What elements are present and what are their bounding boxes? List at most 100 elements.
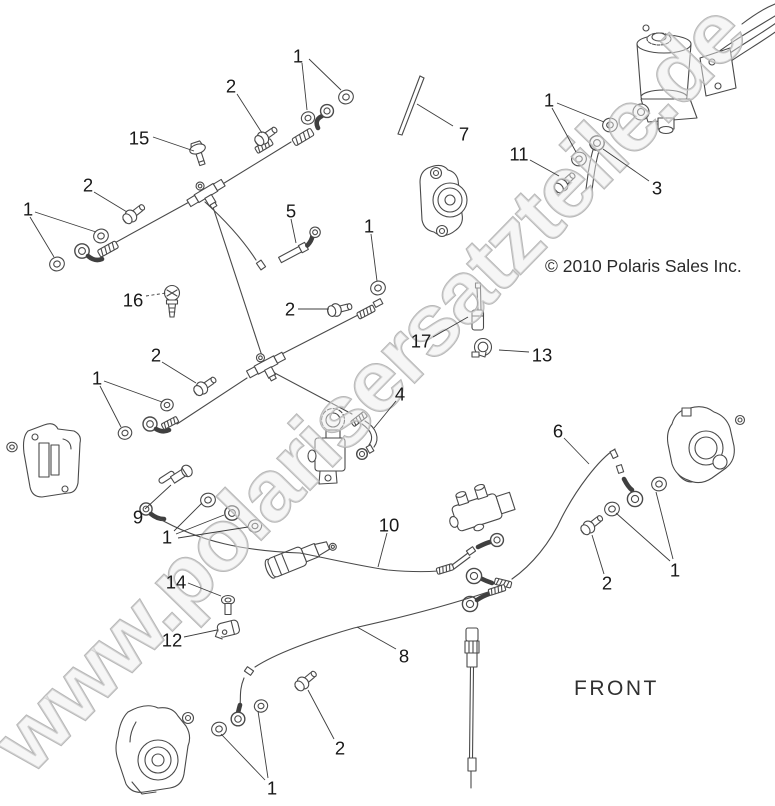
callout-label-1: 1 [670,560,680,581]
clip-part-12 [213,619,241,640]
callout-label-4: 4 [395,384,405,405]
callout-label-7: 7 [459,124,469,145]
leader-line [184,630,217,637]
upper-brake-line-assembly [47,87,356,356]
caliper-right-center [420,165,467,236]
callout-label-1: 1 [544,90,554,111]
leader-line [188,583,221,596]
pipe-part-5 [274,225,326,263]
callout-label-2: 2 [226,76,236,97]
callout-label-11: 11 [509,144,528,165]
callout-label-2: 2 [151,345,161,366]
callout-label-9: 9 [133,507,143,528]
callout-label-15: 15 [129,128,150,149]
leader-line [592,535,604,574]
callout-label-12: 12 [162,630,183,651]
callout-label-6: 6 [553,421,563,442]
leader-line [308,690,334,739]
leader-line [145,485,171,509]
callout-1-28: 1 [221,711,277,799]
parts-artwork [6,4,775,794]
callout-1-12: 1 [544,90,604,153]
leader-line [557,103,604,122]
leader-line [178,527,248,538]
callout-label-1: 1 [293,46,303,67]
leader-line [291,219,296,243]
leader-line [433,317,468,337]
leader-line [302,63,307,110]
foot-master-cylinder [263,533,339,579]
leader-line [153,137,194,151]
callout-11-13: 11 [509,144,559,177]
callout-17-15: 17 [411,317,468,352]
leader-line [499,350,529,352]
callout-label-14: 14 [166,572,187,593]
leader-line [309,59,341,90]
callout-label-5: 5 [286,201,296,222]
leader-line [35,212,96,232]
caliper-bottom-left [116,706,194,794]
callout-label-2: 2 [83,175,93,196]
callout-label-1: 1 [23,199,33,220]
callout-12-21: 12 [162,630,217,651]
callout-1-25: 1 [616,492,680,581]
callout-9-18: 9 [133,485,171,528]
rod-part-7 [398,76,424,135]
brake-line-10 [139,502,505,575]
front-orientation-label: FRONT [574,677,659,700]
vertical-brake-cable [465,628,479,788]
leader-line [603,149,649,181]
leader-line [374,401,396,428]
pin-part-9 [158,461,194,492]
master-cylinder-assembly [633,4,775,134]
leader-line [530,160,559,176]
bolt-part-2e [291,667,321,694]
leader-line [656,492,673,559]
callout-label-1: 1 [364,216,374,237]
lower-brake-line-assembly [115,278,388,460]
caliper-right [668,407,745,483]
callout-label-10: 10 [379,515,400,536]
junction-valve [442,477,518,539]
callout-8-26: 8 [357,627,409,667]
leader-line [564,438,589,464]
leader-line [258,711,268,778]
callout-1-0: 1 [293,46,341,111]
watermark-text: www.polarisersatzteile.de [0,0,764,792]
callout-1-19: 1 [162,503,248,548]
callout-label-1: 1 [267,778,277,799]
leader-line [30,217,54,257]
bolt-part-2f [577,511,607,538]
callout-1-4: 1 [23,199,96,258]
callout-16-7: 16 [123,290,166,311]
brake-line-6 [465,449,644,589]
callout-13-16: 13 [499,345,552,366]
callout-label-2: 2 [602,573,612,594]
leader-line [221,734,265,780]
hand-master-cylinder [308,409,345,485]
clamp-part-13 [472,339,492,358]
callout-7-11: 7 [417,104,469,145]
callout-label-8: 8 [399,646,409,667]
callout-label-1: 1 [162,527,172,548]
leader-line [162,362,196,383]
leader-line [371,234,377,281]
callout-label-13: 13 [532,345,553,366]
leader-line [417,104,453,126]
rivet-part-16 [165,286,180,318]
callout-4-17: 4 [374,384,405,429]
callout-6-23: 6 [553,421,589,465]
bolt-part-2b [119,200,149,227]
callout-15-2: 15 [129,128,194,152]
callout-1-10: 1 [92,368,162,428]
hose-part-3 [550,115,620,196]
leader-line [176,515,224,534]
copyright-text: © 2010 Polaris Sales Inc. [545,256,742,276]
callout-label-2: 2 [285,299,295,320]
screw-part-14 [222,596,235,615]
leader-line [552,108,576,152]
callout-2-24: 2 [592,535,612,594]
brake-line-8 [230,584,507,727]
